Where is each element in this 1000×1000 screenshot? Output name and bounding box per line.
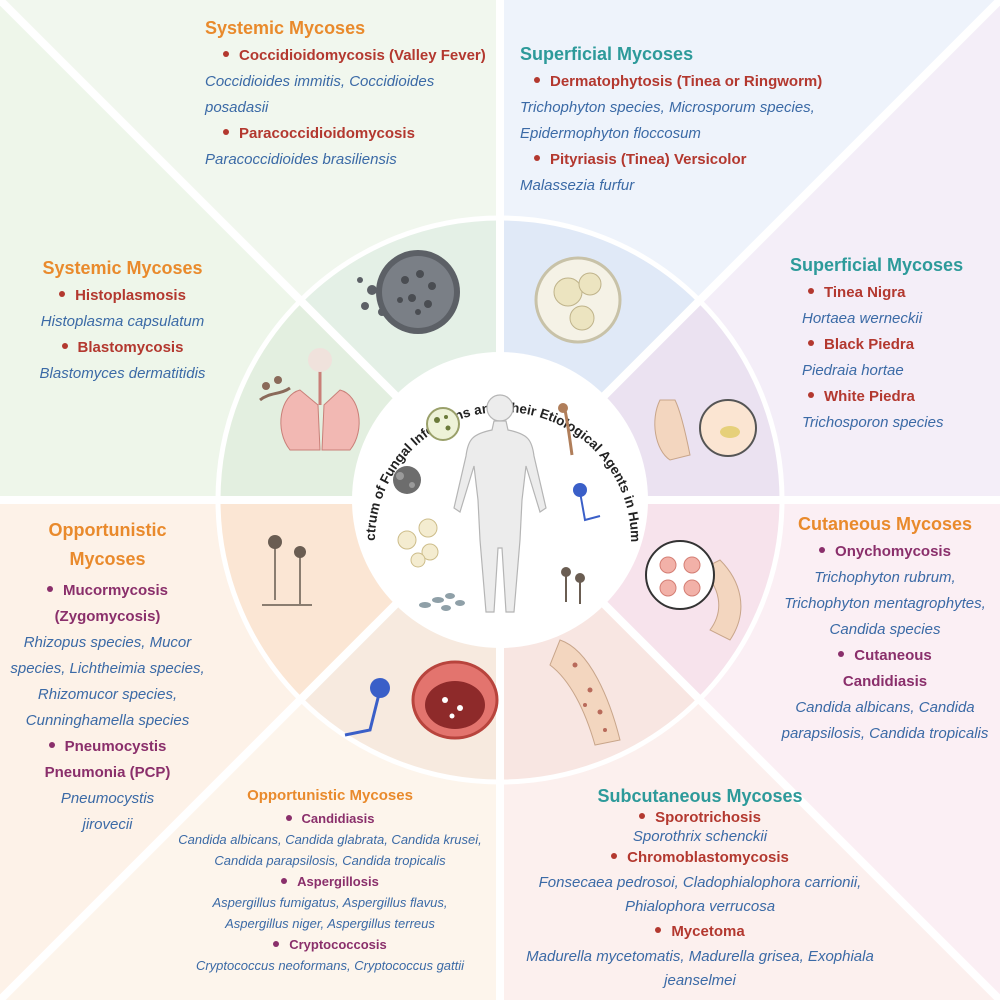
mucor-icon <box>262 535 312 606</box>
agent-label: Piedraia hortae <box>802 362 904 379</box>
agent-label: Sporothrix schenckii <box>632 828 768 845</box>
disease-label: Tinea Nigra <box>790 280 990 306</box>
panel-subcutaneous: Subcutaneous Mycoses Sporotrichosis Spor… <box>510 786 890 993</box>
agent-label: Aspergillus fumigatus, Aspergillus flavu… <box>212 895 448 931</box>
bullet-icon <box>534 155 540 162</box>
agent-label: Histoplasma capsulatum <box>40 313 205 330</box>
disease-label: Cutaneous Candidiasis <box>775 643 995 695</box>
bullet-icon <box>273 940 280 947</box>
foot-nail-icon <box>654 399 757 461</box>
disease-label: Pityriasis (Tinea) Versicolor <box>520 147 880 173</box>
bullet-icon <box>223 51 229 58</box>
panel-systemic-left: Systemic Mycoses Histoplasmosis Histopla… <box>10 258 235 387</box>
bullet-icon <box>808 288 814 295</box>
disease-label: Black Piedra <box>790 332 990 358</box>
bullet-icon <box>611 853 618 860</box>
disease-label: Sporotrichosis <box>510 807 890 828</box>
panel-superficial-top: Superficial Mycoses Dermatophytosis (Tin… <box>520 44 880 199</box>
panel-title: Subcutaneous Mycoses <box>597 786 803 806</box>
agent-label: Hortaea werneckii <box>802 310 923 327</box>
agent-label: Paracoccidioides brasiliensis <box>205 151 397 168</box>
panel-title: Superficial Mycoses <box>790 255 964 275</box>
arm-lesion-icon <box>645 540 742 641</box>
agent-label: Trichophyton rubrum, Trichophyton mentag… <box>784 569 986 638</box>
bullet-icon <box>838 651 845 658</box>
bullet-icon <box>285 814 292 821</box>
disease-label: Cryptococcosis <box>165 934 495 955</box>
agent-label: Malassezia furfur <box>520 177 635 194</box>
leg-lesion-icon <box>549 639 621 746</box>
disease-label: Chromoblastomycosis <box>510 845 890 871</box>
panel-title: Systemic Mycoses <box>42 258 203 278</box>
agent-label: Fonsecaea pedrosoi, Cladophialophora car… <box>538 874 862 915</box>
bullet-icon <box>59 291 66 298</box>
disease-label: Onychomycosis <box>775 539 995 565</box>
bullet-icon <box>808 340 814 347</box>
agent-label: Blastomyces dermatitidis <box>39 365 206 382</box>
panel-title: Opportunistic Mycoses <box>247 787 413 804</box>
agent-label: Candida albicans, Candida glabrata, Cand… <box>178 832 482 868</box>
bullet-icon <box>655 927 662 934</box>
agent-label: Trichosporon species <box>802 414 944 431</box>
disease-label: Blastomycosis <box>10 335 235 361</box>
spherule-icon <box>357 250 460 334</box>
bullet-icon <box>819 547 826 554</box>
agent-label: Coccidioides immitis, Coccidioides posad… <box>205 73 435 116</box>
bullet-icon <box>223 129 229 136</box>
bullet-icon <box>281 877 288 884</box>
disease-label: Mucormycosis (Zygomycosis) <box>5 578 210 630</box>
panel-title: Cutaneous Mycoses <box>797 514 973 534</box>
bullet-icon <box>61 343 68 350</box>
human-body-icon <box>453 394 547 613</box>
panel-opportunistic-bottom: Opportunistic Mycoses Candidiasis Candid… <box>165 787 495 976</box>
panel-opportunistic-left: Opportunistic Mycoses Mucormycosis (Zygo… <box>5 516 210 838</box>
agent-label: Trichophyton species, Microsporum specie… <box>520 99 815 142</box>
disease-label: Paracoccidioidomycosis <box>205 121 495 147</box>
panel-title: Opportunistic Mycoses <box>48 520 167 569</box>
panel-superficial-right: Superficial Mycoses Tinea Nigra Hortaea … <box>790 255 990 436</box>
agent-label: Madurella mycetomatis, Madurella grisea,… <box>526 948 874 989</box>
panel-title: Systemic Mycoses <box>205 18 366 38</box>
bullet-icon <box>46 586 53 593</box>
lungs-icon <box>259 348 360 451</box>
bullet-icon <box>639 813 646 820</box>
aspergillus-icon <box>344 678 390 737</box>
petri-dish-icon <box>534 256 622 344</box>
disease-label: White Piedra <box>790 384 990 410</box>
bullet-icon <box>534 77 540 84</box>
panel-title: Superficial Mycoses <box>520 44 694 64</box>
disease-label: Mycetoma <box>510 919 890 945</box>
agent-label: Rhizopus species, Mucor species, Lichthe… <box>10 634 205 729</box>
agent-label: Cryptococcus neoformans, Cryptococcus ga… <box>195 958 465 973</box>
disease-label: Pneumocystis Pneumonia (PCP) <box>44 738 171 781</box>
disease-label: Histoplasmosis <box>10 283 235 309</box>
agent-label: Pneumocystis jirovecii <box>60 790 155 833</box>
mouth-thrush-icon <box>411 660 499 740</box>
panel-cutaneous: Cutaneous Mycoses Onychomycosis Trichoph… <box>775 514 995 747</box>
disease-label: Candidiasis <box>165 808 495 829</box>
disease-label: Dermatophytosis (Tinea or Ringworm) <box>520 69 880 95</box>
bullet-icon <box>48 742 55 749</box>
panel-systemic-top: Systemic Mycoses Coccidioidomycosis (Val… <box>205 18 495 173</box>
disease-label: Aspergillosis <box>165 871 495 892</box>
agent-label: Candida albicans, Candida parapsilosis, … <box>781 699 989 742</box>
center-organisms-icon <box>393 403 601 611</box>
bullet-icon <box>808 392 814 399</box>
disease-label: Coccidioidomycosis (Valley Fever) <box>205 43 495 69</box>
